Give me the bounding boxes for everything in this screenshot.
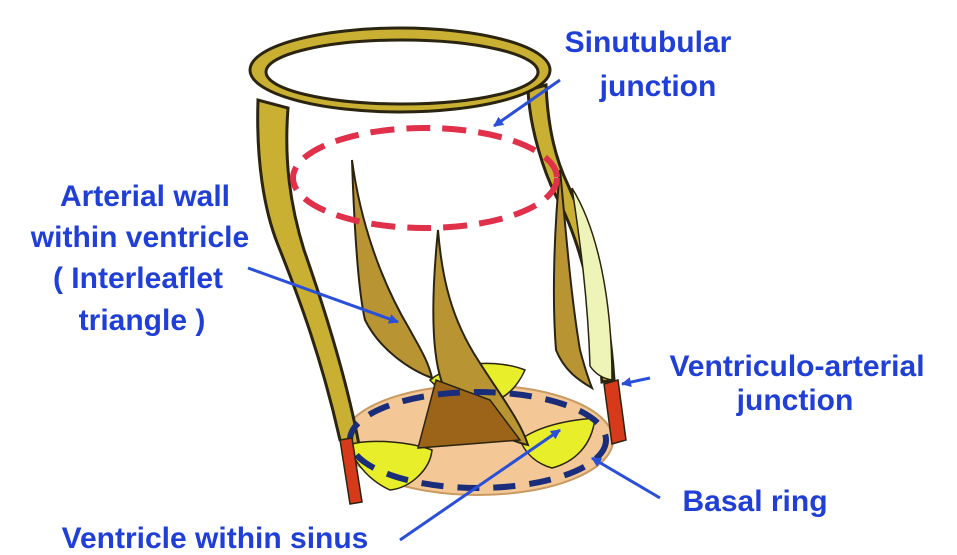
va-junction-label-line1: Ventriculo-arterial [669,350,924,383]
top-ring-inner [266,40,538,104]
basal-ring-label: Basal ring [682,485,827,518]
arterial-wall-label-line3: ( Interleaflet [53,262,223,295]
basal-ring-arrow [592,458,660,498]
ventricle-sinus-label: Ventricle within sinus [62,522,369,555]
arterial-wall-label-line4: triangle ) [79,304,206,337]
arterial-wall-label-line1: Arterial wall [60,180,230,213]
va-junction-label-line2: junction [736,384,854,417]
sinutubular-dash-ring [293,128,557,228]
arterial-wall-label-line2: within ventricle [30,221,249,254]
va-junction-arrow [622,378,650,384]
sinutubular-label-line1: Sinutubular [565,26,732,59]
sinutubular-label-line2: junction [599,70,717,103]
interleaflet-triangle-left [352,160,432,378]
